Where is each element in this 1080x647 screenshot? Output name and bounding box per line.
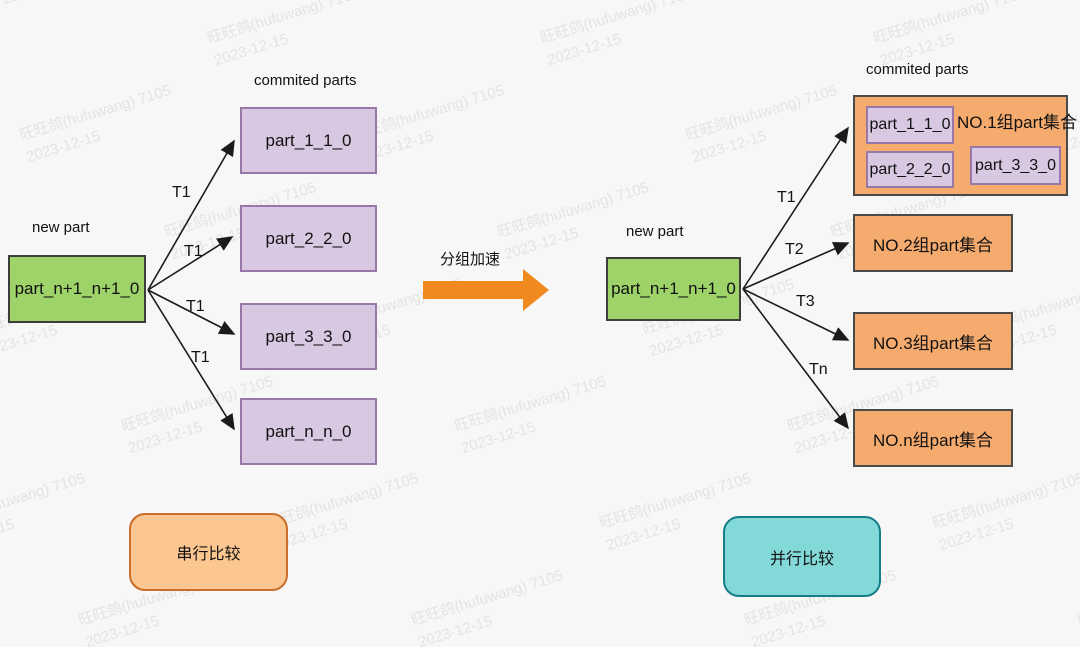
group-2-box: NO.2组part集合 (853, 214, 1013, 272)
serial-compare-caption: 串行比较 (129, 513, 288, 591)
part-box-2-2-0: part_2_2_0 (240, 205, 377, 272)
group-3-box: NO.3组part集合 (853, 312, 1013, 370)
group-1-part-2-2-0: part_2_2_0 (866, 151, 954, 188)
group-accelerate-arrow (423, 269, 549, 311)
group-accelerate-label: 分组加速 (440, 251, 501, 268)
part-box-n-n-0: part_n_n_0 (240, 398, 377, 465)
left-arrow-1 (147, 139, 235, 291)
right-edge-label-tn: Tn (809, 361, 828, 378)
group-1-part-1-1-0: part_1_1_0 (866, 106, 954, 144)
left-new-part-box: part_n+1_n+1_0 (8, 255, 146, 323)
right-committed-parts-label: commited parts (866, 61, 969, 78)
right-edge-label-t3: T3 (796, 293, 815, 310)
right-new-part-label: new part (626, 223, 684, 240)
right-new-part-box: part_n+1_n+1_0 (606, 257, 741, 321)
group-n-box: NO.n组part集合 (853, 409, 1013, 467)
group-1-part-3-3-0: part_3_3_0 (970, 146, 1061, 185)
left-edge-label-3: T1 (186, 298, 205, 315)
left-edge-label-1: T1 (172, 184, 191, 201)
parallel-compare-caption: 并行比较 (723, 516, 881, 597)
left-edge-label-2: T1 (184, 243, 203, 260)
group-1-title: NO.1组part集合 (957, 113, 1077, 132)
part-box-3-3-0: part_3_3_0 (240, 303, 377, 370)
left-edge-label-4: T1 (191, 349, 210, 366)
right-edge-label-t2: T2 (785, 241, 804, 258)
left-new-part-label: new part (32, 219, 90, 236)
right-edge-label-t1: T1 (777, 189, 796, 206)
part-box-1-1-0: part_1_1_0 (240, 107, 377, 174)
left-committed-parts-label: commited parts (254, 72, 357, 89)
right-arrow-1 (742, 126, 849, 290)
